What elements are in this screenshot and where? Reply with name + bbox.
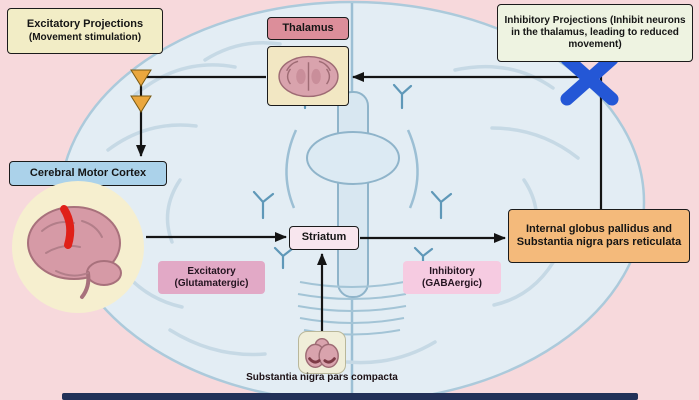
snc-image-box (298, 331, 346, 374)
excitatory-synapse-triangle-icon (130, 95, 152, 113)
motor-cortex-brain-circle (12, 181, 144, 313)
cerebellum-striations (297, 281, 407, 336)
gpi-snr-text: Internal globus pallidus and Substantia … (516, 222, 682, 248)
arrow-gpi-to-thalamus (352, 72, 603, 209)
gpi-snr-box: Internal globus pallidus and Substantia … (508, 209, 690, 263)
excitatory-glutamatergic-tag: Excitatory (Glutamatergic) (158, 261, 265, 294)
inhibitory-projections-text: Inhibitory Projections (Inhibit neurons … (504, 15, 686, 50)
excitatory-projections-title: Excitatory Projections (26, 18, 144, 31)
excitatory-projections-subtitle: (Movement stimulation) (28, 31, 142, 43)
striatum-text: Striatum (301, 231, 347, 244)
thalamus-section-illustration (277, 55, 339, 97)
inhibitory-gabaergic-tag: Inhibitory (GABAergic) (403, 261, 501, 294)
excitatory-synapse-triangle-icon (130, 69, 152, 87)
inhibitory-projections-box: Inhibitory Projections (Inhibit neurons … (497, 4, 693, 62)
thalamus-image-box (267, 46, 349, 106)
snc-label: Substantia nigra pars compacta (246, 372, 398, 383)
excitatory-glutamatergic-title: Excitatory (187, 265, 236, 277)
figure-bottom-border (62, 393, 638, 400)
snc-illustration (305, 337, 339, 368)
motor-cortex-brain-illustration (27, 205, 122, 299)
inhibitory-gabaergic-subtitle: (GABAergic) (421, 277, 482, 289)
inhibition-x-icon (560, 52, 619, 106)
inhibitory-gabaergic-title: Inhibitory (429, 265, 475, 277)
striatum-box: Striatum (289, 226, 359, 250)
brainstem (285, 91, 419, 298)
thalamus-label-text: Thalamus (282, 21, 334, 34)
thalamus-label: Thalamus (267, 17, 349, 40)
excitatory-glutamatergic-subtitle: (Glutamatergic) (174, 277, 249, 289)
arrow-thalamus-to-cortex (136, 75, 266, 157)
excitatory-projections-box: Excitatory Projections (Movement stimula… (7, 8, 163, 54)
cerebral-motor-cortex-text: Cerebral Motor Cortex (29, 166, 147, 179)
